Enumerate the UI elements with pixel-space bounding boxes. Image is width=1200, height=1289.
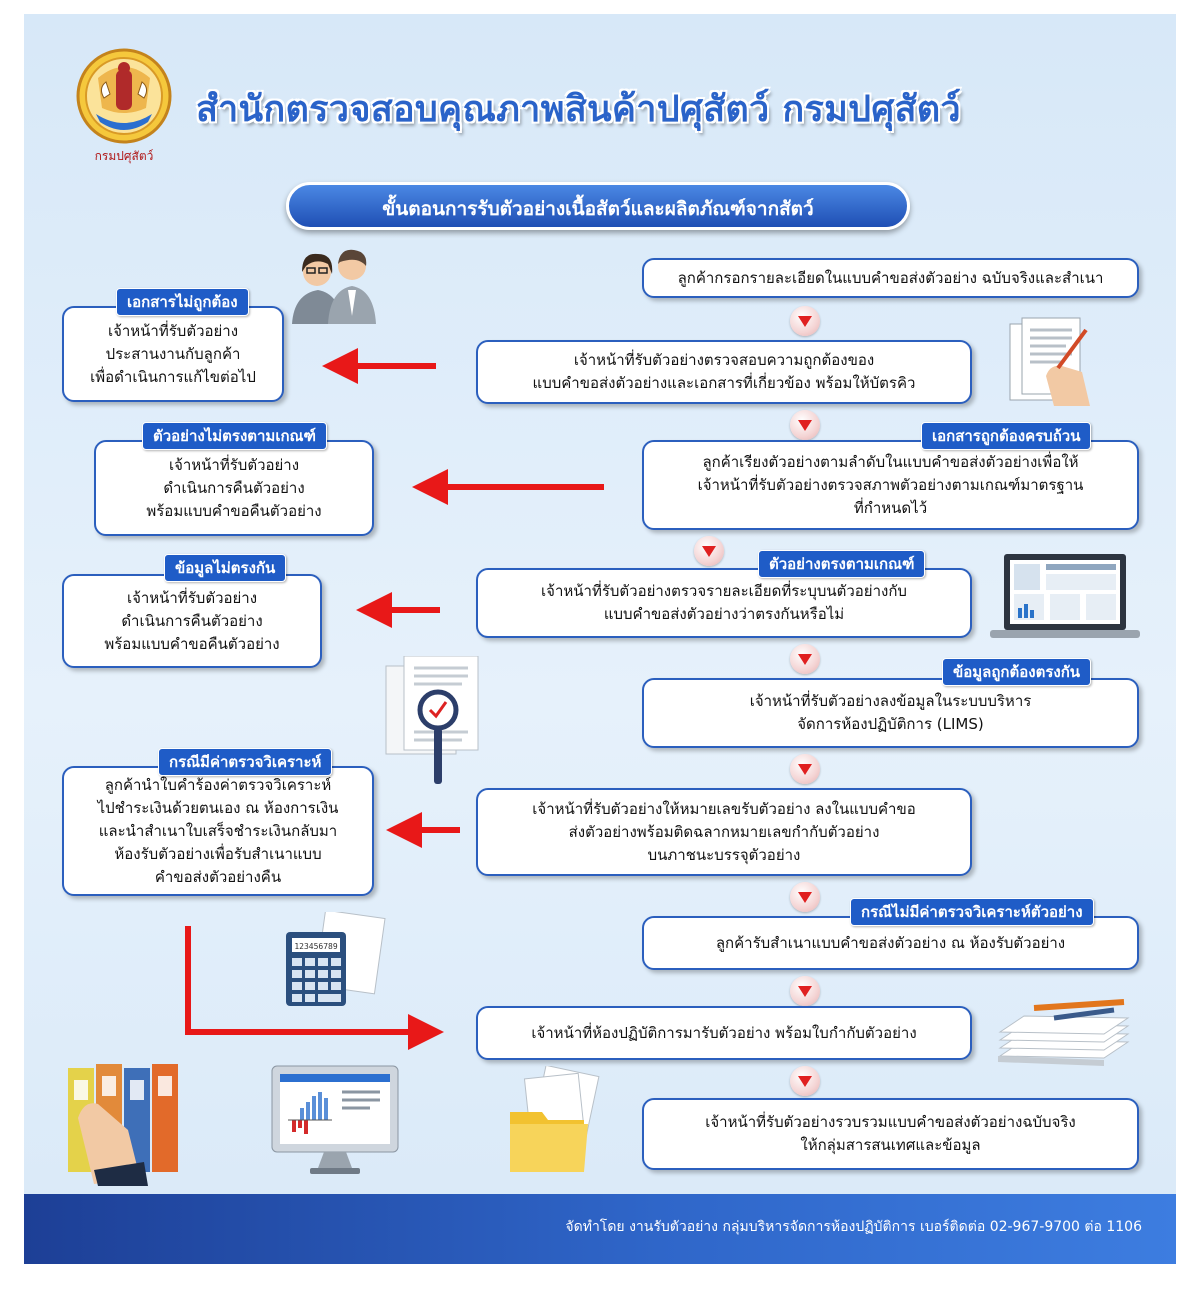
arrow-payment-to-lab bbox=[185, 926, 444, 1050]
tag-data-matches: ข้อมูลถูกต้องตรงกัน bbox=[942, 658, 1092, 686]
document-signing-illustration bbox=[1009, 317, 1090, 406]
tag-no-analysis-fee: กรณีไม่มีค่าตรวจวิเคราะห์ตัวอย่าง bbox=[850, 898, 1094, 926]
step-9-box: เจ้าหน้าที่รับตัวอย่างรวบรวมแบบคำขอส่งตั… bbox=[642, 1098, 1139, 1170]
down-arrow-icon bbox=[790, 410, 820, 440]
box-text-line: ให้กลุ่มสารสนเทศและข้อมูล bbox=[800, 1136, 981, 1154]
logo-caption: กรมปศุสัตว์ bbox=[95, 149, 154, 164]
calculator-display: 123456789 bbox=[294, 942, 338, 951]
box-text-line: เจ้าหน้าที่รับตัวอย่างรวบรวมแบบคำขอส่งตั… bbox=[705, 1113, 1076, 1131]
calculator-illustration: 123456789 bbox=[286, 912, 386, 1006]
paper-stack-pen-illustration bbox=[998, 999, 1130, 1066]
process-banner: ขั้นตอนการรับตัวอย่างเนื้อสัตว์และผลิตภั… bbox=[286, 182, 910, 230]
box-text-line: ที่กำหนดไว้ bbox=[853, 498, 928, 517]
box-text-line: เจ้าหน้าที่รับตัวอย่างตรวจรายละเอียดที่ร… bbox=[541, 582, 907, 600]
box-text-line: พร้อมแบบคำขอคืนตัวอย่าง bbox=[146, 501, 322, 520]
down-arrow-icon bbox=[790, 644, 820, 674]
branch-payment-box: ลูกค้านำใบคำร้องค่าตรวจวิเคราะห์ไปชำระเง… bbox=[62, 766, 374, 896]
footer-credit: จัดทำโดย งานรับตัวอย่าง กลุ่มบริหารจัดกา… bbox=[565, 1219, 1142, 1235]
down-arrow-icon bbox=[790, 882, 820, 912]
box-text-line: จัดการห้องปฏิบัติการ (LIMS) bbox=[797, 715, 984, 733]
box-text-line: คำขอส่งตัวอย่างคืน bbox=[154, 867, 282, 886]
box-text-line: ลูกค้านำใบคำร้องค่าตรวจวิเคราะห์ bbox=[104, 775, 332, 794]
box-text-line: ลูกค้ารับสำเนาแบบคำขอส่งตัวอย่าง ณ ห้องร… bbox=[715, 933, 1066, 952]
box-text-line: และนำสำเนาใบเสร็จชำระเงินกลับมา bbox=[98, 821, 338, 840]
binders-hand-illustration bbox=[68, 1064, 178, 1186]
staff-people-illustration bbox=[292, 249, 376, 324]
step-5-box: เจ้าหน้าที่รับตัวอย่างลงข้อมูลในระบบบริห… bbox=[642, 678, 1139, 748]
branch-document-error-box: เจ้าหน้าที่รับตัวอย่างประสานงานกับลูกค้า… bbox=[62, 306, 284, 402]
box-text-line: บนภาชนะบรรจุตัวอย่าง bbox=[647, 845, 801, 864]
box-text-line: เจ้าหน้าที่รับตัวอย่าง bbox=[107, 321, 239, 340]
tag-data-mismatch: ข้อมูลไม่ตรงกัน bbox=[164, 554, 287, 582]
step-2-box: เจ้าหน้าที่รับตัวอย่างตรวจสอบความถูกต้อง… bbox=[476, 340, 972, 404]
branch-data-mismatch-box: เจ้าหน้าที่รับตัวอย่างดำเนินการคืนตัวอย่… bbox=[62, 574, 322, 668]
down-arrow-icon bbox=[790, 754, 820, 784]
tag-documents-incorrect: เอกสารไม่ถูกต้อง bbox=[116, 288, 249, 316]
footer-bar: จัดทำโดย งานรับตัวอย่าง กลุ่มบริหารจัดกา… bbox=[24, 1194, 1176, 1264]
box-text-line: เจ้าหน้าที่รับตัวอย่างลงข้อมูลในระบบบริห… bbox=[749, 692, 1032, 710]
box-text-line: เพื่อดำเนินการแก้ไขต่อไป bbox=[90, 367, 256, 386]
tag-documents-complete: เอกสารถูกต้องครบถ้วน bbox=[921, 422, 1092, 450]
box-text-line: แบบคำขอส่งตัวอย่างว่าตรงกันหรือไม่ bbox=[603, 605, 845, 623]
monitor-chart-illustration bbox=[271, 1065, 399, 1174]
box-text-line: เจ้าหน้าที่รับตัวอย่างให้หมายเลขรับตัวอย… bbox=[532, 799, 916, 818]
down-arrow-icon bbox=[694, 536, 724, 566]
down-arrow-icon bbox=[790, 976, 820, 1006]
branch-sample-rejected-box: เจ้าหน้าที่รับตัวอย่างดำเนินการคืนตัวอย่… bbox=[94, 440, 374, 536]
box-text-line: ไปชำระเงินด้วยตนเอง ณ ห้องการเงิน bbox=[97, 798, 339, 817]
department-logo: กรมปศุสัตว์ bbox=[76, 48, 172, 164]
laptop-dashboard-illustration bbox=[990, 554, 1140, 638]
page-title: สำนักตรวจสอบคุณภาพสินค้าปศุสัตว์ กรมปศุส… bbox=[196, 89, 961, 130]
box-text-line: เจ้าหน้าที่รับตัวอย่างตรวจสอบความถูกต้อง… bbox=[573, 351, 875, 369]
tag-sample-not-meet-criteria: ตัวอย่างไม่ตรงตามเกณฑ์ bbox=[142, 422, 327, 450]
box-text-line: ลูกค้ากรอกรายละเอียดในแบบคำขอส่งตัวอย่าง… bbox=[677, 268, 1104, 287]
box-text-line: ประสานงานกับลูกค้า bbox=[105, 344, 241, 363]
box-text-line: พร้อมแบบคำขอคืนตัวอย่าง bbox=[104, 634, 280, 653]
folder-documents-illustration bbox=[510, 1066, 600, 1172]
box-text-line: ดำเนินการคืนตัวอย่าง bbox=[163, 478, 305, 497]
document-magnifier-illustration bbox=[385, 656, 479, 784]
box-text-line: ห้องรับตัวอย่างเพื่อรับสำเนาแบบ bbox=[114, 844, 322, 863]
box-text-line: ลูกค้าเรียงตัวอย่างตามลำดับในแบบคำขอส่งต… bbox=[702, 452, 1079, 471]
tag-analysis-fee: กรณีมีค่าตรวจวิเคราะห์ bbox=[158, 748, 333, 776]
box-text-line: เจ้าหน้าที่รับตัวอย่าง bbox=[168, 455, 300, 474]
box-text-line: เจ้าหน้าที่รับตัวอย่างตรวจสภาพตัวอย่างตา… bbox=[697, 475, 1084, 494]
box-text-line: แบบคำขอส่งตัวอย่างและเอกสารที่เกี่ยวข้อง… bbox=[532, 374, 916, 392]
step-8-box: เจ้าหน้าที่ห้องปฏิบัติการมารับตัวอย่าง พ… bbox=[476, 1006, 972, 1060]
box-text-line: ดำเนินการคืนตัวอย่าง bbox=[121, 611, 263, 630]
step-6-box: เจ้าหน้าที่รับตัวอย่างให้หมายเลขรับตัวอย… bbox=[476, 788, 972, 876]
down-arrow-icon bbox=[790, 306, 820, 336]
box-text-line: ส่งตัวอย่างพร้อมติดฉลากหมายเลขกำกับตัวอย… bbox=[568, 822, 880, 841]
box-text-line: เจ้าหน้าที่ห้องปฏิบัติการมารับตัวอย่าง พ… bbox=[531, 1023, 917, 1042]
step-3-box: ลูกค้าเรียงตัวอย่างตามลำดับในแบบคำขอส่งต… bbox=[642, 440, 1139, 530]
step-4-box: เจ้าหน้าที่รับตัวอย่างตรวจรายละเอียดที่ร… bbox=[476, 568, 972, 638]
step-1-box: ลูกค้ากรอกรายละเอียดในแบบคำขอส่งตัวอย่าง… bbox=[642, 258, 1139, 298]
tag-sample-meets-criteria: ตัวอย่างตรงตามเกณฑ์ bbox=[758, 550, 926, 578]
down-arrow-icon bbox=[790, 1066, 820, 1096]
box-text-line: เจ้าหน้าที่รับตัวอย่าง bbox=[126, 588, 258, 607]
